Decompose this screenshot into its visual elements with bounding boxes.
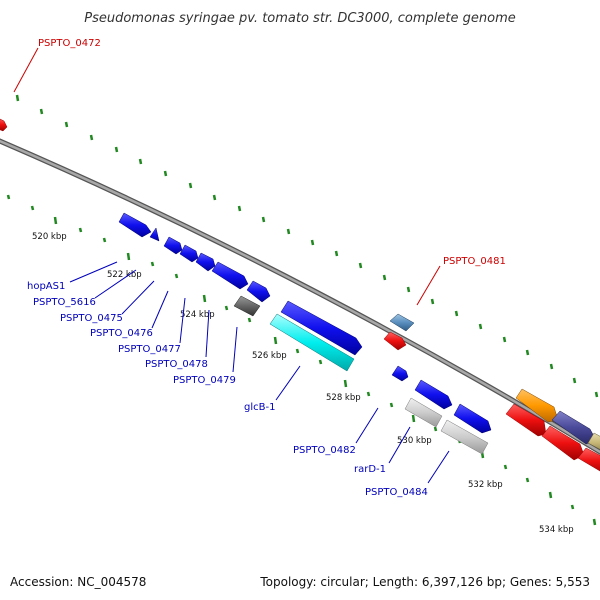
gene-feature-glcb-1[interactable] (280, 300, 363, 356)
gene-label-pspto-0479[interactable]: PSPTO_0479 (173, 375, 236, 386)
gene-feature-rard-1[interactable] (414, 379, 453, 410)
gene-label-rard-1[interactable]: rarD-1 (354, 464, 386, 475)
gene-labels: PSPTO_0472 PSPTO_0481 hopAS1 PSPTO_5616 … (27, 38, 506, 498)
leader-line (69, 261, 118, 283)
scale-label: 524 kbp (180, 310, 215, 320)
gene-label-pspto-5616[interactable]: PSPTO_5616 (33, 297, 96, 308)
gene-feature-hopas1[interactable] (118, 212, 152, 238)
tick-track-inner (6, 194, 597, 526)
gene-feature-pspto-0482[interactable] (391, 365, 409, 382)
gene-feature-pspto-0475[interactable] (163, 236, 183, 255)
leader-line (121, 280, 155, 315)
scale-label: 526 kbp (252, 351, 287, 361)
leader-line (416, 265, 441, 306)
gene-feature-pspto-5616[interactable] (149, 227, 160, 242)
gene-feature-pspto-0478[interactable] (211, 261, 249, 290)
gene-feature-red[interactable] (383, 331, 407, 351)
gene-feature-pspto-0484[interactable] (453, 403, 492, 434)
map-title: Pseudomonas syringae pv. tomato str. DC3… (84, 11, 516, 26)
gene-label-pspto-0478[interactable]: PSPTO_0478 (145, 359, 208, 370)
leader-line (151, 290, 169, 329)
gene-feature-red[interactable] (541, 425, 585, 461)
leader-line (13, 47, 39, 93)
topology-text: Topology: circular; Length: 6,397,126 bp… (259, 575, 590, 589)
gene-feature-cyan[interactable] (269, 313, 355, 372)
gene-feature-gray[interactable] (440, 419, 489, 455)
gene-label-pspto-0481[interactable]: PSPTO_0481 (443, 256, 506, 267)
gene-label-glcb-1[interactable]: glcB-1 (244, 402, 275, 413)
gene-label-pspto-0482[interactable]: PSPTO_0482 (293, 445, 356, 456)
scale-labels: 520 kbp 522 kbp 524 kbp 526 kbp 528 kbp … (32, 232, 574, 535)
gene-feature-red[interactable] (505, 403, 547, 437)
gene-feature-khaki[interactable] (587, 432, 600, 452)
tick-track-outer (15, 94, 599, 398)
gene-label-hopas1[interactable]: hopAS1 (27, 281, 65, 292)
leader-line (388, 426, 411, 464)
gene-feature-orange[interactable] (515, 388, 559, 423)
gene-feature-pspto-0481[interactable] (389, 313, 415, 332)
scale-label: 530 kbp (397, 436, 432, 446)
scale-label: 532 kbp (468, 480, 503, 490)
features-forward-strand (118, 212, 492, 455)
gene-feature-red[interactable] (577, 447, 600, 474)
gene-feature-pspto-0479[interactable] (246, 280, 271, 303)
features-reverse-strand (0, 118, 600, 474)
leader-line (179, 297, 186, 344)
gene-feature-gray[interactable] (404, 397, 443, 428)
gene-feature-pspto-0472[interactable] (0, 118, 8, 132)
gene-label-pspto-0484[interactable]: PSPTO_0484 (365, 487, 428, 498)
gene-feature-gray[interactable] (233, 295, 261, 317)
leader-line (232, 326, 238, 373)
gene-label-pspto-0475[interactable]: PSPTO_0475 (60, 313, 123, 324)
leader-line (94, 269, 137, 299)
scale-label: 520 kbp (32, 232, 67, 242)
gene-label-pspto-0476[interactable]: PSPTO_0476 (90, 328, 153, 339)
scale-label: 522 kbp (107, 270, 142, 280)
gene-label-pspto-0477[interactable]: PSPTO_0477 (118, 344, 181, 355)
gene-feature-pspto-0476[interactable] (179, 244, 199, 263)
leader-line (427, 450, 450, 484)
genome-backbone (0, 138, 600, 455)
scale-label: 534 kbp (539, 525, 574, 535)
leader-line (205, 309, 210, 358)
scale-label: 528 kbp (326, 393, 361, 403)
gene-label-pspto-0472[interactable]: PSPTO_0472 (38, 38, 101, 49)
gene-feature-pspto-0477[interactable] (195, 252, 216, 272)
leader-line (275, 365, 301, 401)
accession-text: Accession: NC_004578 (10, 575, 146, 589)
leader-line (355, 407, 379, 444)
label-leader-lines (13, 47, 450, 484)
